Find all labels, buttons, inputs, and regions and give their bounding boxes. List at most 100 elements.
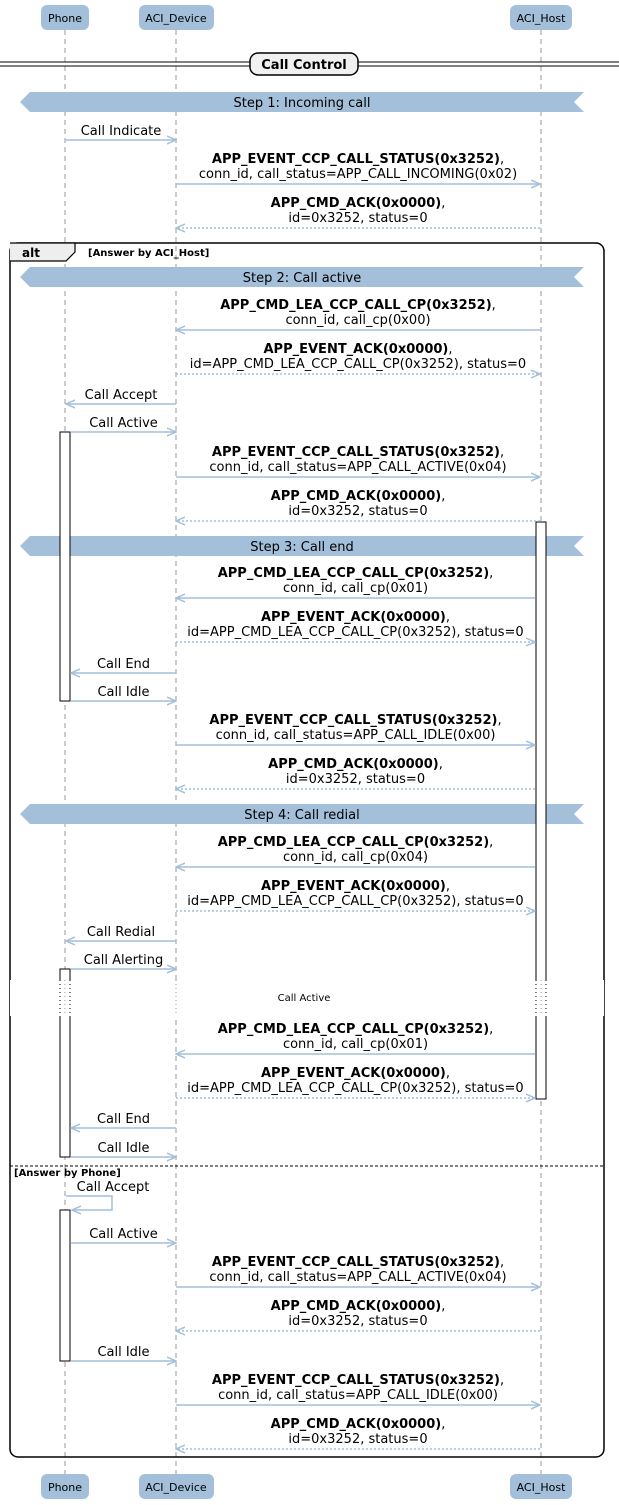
svg-text:Step 4: Call redial: Step 4: Call redial (244, 808, 359, 823)
message-params: id=0x3252, status=0 (288, 504, 427, 519)
message-m17: APP_EVENT_ACK(0x0000),id=APP_CMD_LEA_CCP… (176, 879, 535, 911)
message-name: APP_EVENT_ACK(0x0000), (261, 879, 450, 894)
message-name: APP_EVENT_CCP_CALL_STATUS(0x3252), (212, 1255, 504, 1270)
step-3-banner: Step 3: Call end (20, 536, 584, 556)
message-label: Call End (97, 1112, 150, 1127)
message-m5: APP_EVENT_ACK(0x0000),id=APP_CMD_LEA_CCP… (176, 342, 540, 374)
message-m4: APP_CMD_LEA_CCP_CALL_CP(0x3252),conn_id,… (176, 298, 540, 330)
svg-text:Call Control: Call Control (261, 58, 347, 73)
message-m3: APP_CMD_ACK(0x0000),id=0x3252, status=0 (176, 196, 540, 228)
svg-text:Step 1: Incoming call: Step 1: Incoming call (234, 96, 371, 111)
message-m20: APP_CMD_LEA_CCP_CALL_CP(0x3252),conn_id,… (176, 1022, 535, 1054)
message-params: id=0x3252, status=0 (286, 772, 425, 787)
message-m19: Call Alerting (71, 953, 176, 969)
participant-device-top: ACI_Device (139, 5, 214, 30)
self-message-label: Call Accept (77, 1180, 150, 1195)
alt-keyword: alt (22, 246, 40, 260)
message-name: APP_EVENT_CCP_CALL_STATUS(0x3252), (212, 445, 504, 460)
participant-phone-top: Phone (41, 5, 89, 30)
message-m26: APP_EVENT_CCP_CALL_STATUS(0x3252),conn_i… (176, 1255, 540, 1287)
delay-label: Call Active (278, 993, 331, 1004)
message-name: APP_EVENT_CCP_CALL_STATUS(0x3252), (209, 713, 501, 728)
message-params: id=0x3252, status=0 (288, 211, 427, 226)
section-divider: Call Control (0, 52, 619, 76)
message-params: id=APP_CMD_LEA_CCP_CALL_CP(0x3252), stat… (187, 625, 523, 640)
message-params: conn_id, call_cp(0x01) (283, 1037, 428, 1052)
message-name: APP_CMD_ACK(0x0000), (271, 196, 446, 211)
step-4-banner: Step 4: Call redial (20, 804, 584, 824)
message-label: Call Indicate (81, 124, 162, 139)
message-name: APP_CMD_ACK(0x0000), (268, 757, 443, 772)
message-m14: APP_EVENT_CCP_CALL_STATUS(0x3252),conn_i… (176, 713, 535, 745)
message-params: id=APP_CMD_LEA_CCP_CALL_CP(0x3252), stat… (187, 1081, 523, 1096)
message-params: id=0x3252, status=0 (288, 1314, 427, 1329)
message-m9: APP_CMD_ACK(0x0000),id=0x3252, status=0 (176, 489, 540, 521)
message-label: Call Idle (97, 1141, 149, 1156)
message-m18: Call Redial (66, 925, 176, 941)
alt-guard-1: [Answer by ACI_Host] (88, 248, 209, 259)
message-m28: Call Idle (71, 1345, 176, 1361)
message-params: conn_id, call_cp(0x00) (285, 313, 430, 328)
message-m25: Call Active (71, 1227, 176, 1243)
message-name: APP_EVENT_CCP_CALL_STATUS(0x3252), (212, 1373, 504, 1388)
message-m2: APP_EVENT_CCP_CALL_STATUS(0x3252),conn_i… (176, 152, 540, 184)
participant-host-top: ACI_Host (510, 5, 572, 30)
svg-text:Step 3: Call end: Step 3: Call end (250, 540, 353, 555)
message-label: Call Redial (87, 925, 155, 940)
svg-text:ACI_Device: ACI_Device (145, 12, 207, 25)
message-name: APP_EVENT_ACK(0x0000), (261, 610, 450, 625)
delay-gap: Call Active (10, 980, 604, 1016)
message-name: APP_EVENT_CCP_CALL_STATUS(0x3252), (212, 152, 504, 167)
message-label: Call Idle (97, 1345, 149, 1360)
message-label: Call Accept (85, 388, 158, 403)
message-label: Call Active (89, 1227, 158, 1242)
message-name: APP_CMD_LEA_CCP_CALL_CP(0x3252), (218, 835, 494, 850)
svg-text:ACI_Host: ACI_Host (517, 1481, 566, 1494)
message-m27: APP_CMD_ACK(0x0000),id=0x3252, status=0 (176, 1299, 540, 1331)
message-label: Call Idle (97, 685, 149, 700)
message-label: Call End (97, 657, 150, 672)
step-1-banner: Step 1: Incoming call (20, 92, 584, 112)
message-m21: APP_EVENT_ACK(0x0000),id=APP_CMD_LEA_CCP… (176, 1066, 535, 1098)
message-m23: Call Idle (71, 1141, 176, 1157)
svg-text:ACI_Host: ACI_Host (517, 12, 566, 25)
activation-phone-3 (59, 1209, 71, 1362)
message-m8: APP_EVENT_CCP_CALL_STATUS(0x3252),conn_i… (176, 445, 540, 477)
message-name: APP_EVENT_ACK(0x0000), (261, 1066, 450, 1081)
svg-text:Phone: Phone (48, 12, 82, 25)
message-m13: Call Idle (71, 685, 176, 701)
svg-text:ACI_Device: ACI_Device (145, 1481, 207, 1494)
message-m1: Call Indicate (66, 124, 176, 140)
message-m16: APP_CMD_LEA_CCP_CALL_CP(0x3252),conn_id,… (176, 835, 535, 867)
svg-text:Phone: Phone (48, 1481, 82, 1494)
step-2-banner: Step 2: Call active (20, 267, 584, 287)
participant-host-bottom: ACI_Host (510, 1474, 572, 1499)
message-m11: APP_EVENT_ACK(0x0000),id=APP_CMD_LEA_CCP… (176, 610, 535, 642)
message-m15: APP_CMD_ACK(0x0000),id=0x3252, status=0 (176, 757, 535, 789)
message-m22: Call End (71, 1112, 176, 1128)
message-params: conn_id, call_cp(0x04) (283, 850, 428, 865)
activation-phone-2 (59, 968, 71, 1158)
messages-layer: Call IndicateAPP_EVENT_CCP_CALL_STATUS(0… (66, 124, 540, 1449)
message-params: conn_id, call_status=APP_CALL_INCOMING(0… (199, 167, 517, 182)
svg-text:Step 2: Call active: Step 2: Call active (243, 271, 361, 286)
message-m7: Call Active (71, 416, 176, 432)
message-params: id=APP_CMD_LEA_CCP_CALL_CP(0x3252), stat… (187, 894, 523, 909)
message-name: APP_CMD_LEA_CCP_CALL_CP(0x3252), (220, 298, 496, 313)
message-params: conn_id, call_status=APP_CALL_ACTIVE(0x0… (209, 1270, 506, 1285)
participant-phone-bottom: Phone (41, 1474, 89, 1499)
participant-device-bottom: ACI_Device (139, 1474, 214, 1499)
message-params: conn_id, call_status=APP_CALL_IDLE(0x00) (216, 728, 496, 743)
message-name: APP_CMD_LEA_CCP_CALL_CP(0x3252), (218, 1022, 494, 1037)
message-m6: Call Accept (66, 388, 176, 404)
message-params: conn_id, call_status=APP_CALL_ACTIVE(0x0… (209, 460, 506, 475)
message-m30: APP_CMD_ACK(0x0000),id=0x3252, status=0 (176, 1417, 540, 1449)
message-name: APP_EVENT_ACK(0x0000), (264, 342, 453, 357)
message-label: Call Active (89, 416, 158, 431)
activation-host-1 (535, 521, 547, 1100)
message-name: APP_CMD_ACK(0x0000), (271, 1417, 446, 1432)
message-params: id=0x3252, status=0 (288, 1432, 427, 1447)
message-label: Call Alerting (84, 953, 163, 968)
message-name: APP_CMD_ACK(0x0000), (271, 489, 446, 504)
